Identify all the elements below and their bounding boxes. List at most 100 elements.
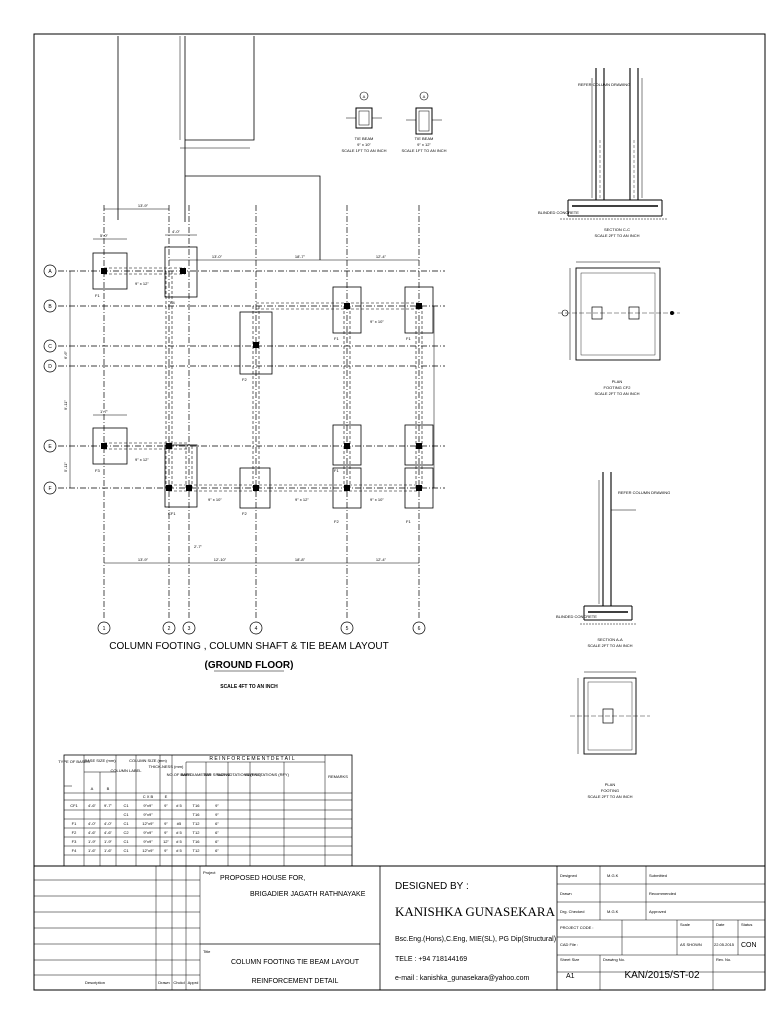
base-label: CF1: [168, 511, 176, 516]
tb-quals: Bsc.Eng.(Hons),C.Eng, MIE(SL), PG Dip(St…: [395, 936, 556, 943]
h-rem: REMARKS: [328, 774, 348, 779]
schedule-cell: 12"x9": [142, 848, 154, 853]
schedule-cell: T12: [193, 821, 201, 826]
tb-recommended: Recommended: [649, 891, 676, 896]
tb-date: Date: [716, 922, 725, 927]
tb-drawn2: Drawn: [560, 891, 572, 896]
top-dim-1: 13'-9": [138, 203, 149, 208]
top-dim-2: 13'-0": [212, 254, 223, 259]
h-b: B: [107, 786, 110, 791]
sheet-border: [33, 33, 766, 991]
beam-label: 9" x 10": [208, 497, 222, 502]
h-sp: BAR SPACING: [203, 772, 230, 777]
schedule-cell: 4'-6": [88, 803, 97, 808]
section-aa-scale: SCALE 2FT TO AN INCH: [587, 643, 632, 648]
h-thick: THICK-NESS (mm): [149, 764, 184, 769]
grid-row-b: B: [48, 304, 52, 310]
schedule-cell: 9"x9": [143, 803, 153, 808]
schedule-cell: C1: [123, 812, 129, 817]
tb-designer: KANISHKA GUNASEKARA: [395, 904, 556, 919]
schedule-cell: F1: [72, 821, 77, 826]
tb-designed: Designed: [560, 873, 577, 878]
plan-footing: PLAN FOOTING SCALE 2FT TO AN INCH: [570, 671, 650, 799]
schedule-cell: 9": [164, 803, 168, 808]
column-shafts: [101, 268, 422, 491]
schedule-cell: 12"x9": [142, 821, 154, 826]
grid-row-f: F: [48, 486, 51, 492]
schedule-cell: T12: [193, 830, 201, 835]
tb-project-line1: PROPOSED HOUSE FOR,: [220, 875, 305, 882]
grid-col-5: 5: [346, 626, 349, 632]
beam-label: 9" x 12": [295, 497, 309, 502]
tb-drawing-no: Drawing No.: [603, 957, 625, 962]
section-cc-title: SECTION C-C: [604, 227, 630, 232]
tb-sheet-size: Sheet Size: [560, 957, 580, 962]
grid-lines-rows: [58, 270, 445, 489]
schedule-cell: F3: [72, 839, 77, 844]
beam-label: 9" x 12": [135, 281, 149, 286]
tb-project-label: Project: [203, 870, 216, 875]
svg-text:A: A: [363, 94, 366, 99]
bottom-dim-1: 13'-9": [138, 557, 149, 562]
schedule-cell: # 5: [176, 803, 182, 808]
schedule-cell: C1: [123, 848, 129, 853]
tb-project-line2: BRIGADIER JAGATH RATHNAYAKE: [250, 891, 366, 898]
schedule-cell: CF1: [70, 803, 78, 808]
h-nx: BAR NOTATIONS (RFX): [217, 772, 262, 777]
schedule-cell: C1: [123, 839, 129, 844]
schedule-cell: F4: [72, 848, 77, 853]
grid-col-2: 2: [168, 626, 171, 632]
schedule-cell: 12": [163, 839, 169, 844]
grid-col-3: 3: [188, 626, 191, 632]
schedule-cell: 1'-6": [88, 848, 97, 853]
tb-title-line2: REINFORCEMENT DETAIL: [252, 978, 339, 985]
grid-row-c: C: [48, 344, 52, 350]
tie-beam-size: 9" x 10": [357, 142, 371, 147]
top-dim-4: 12'-4": [376, 254, 387, 259]
tb-date-v: 22.05.2015: [714, 942, 735, 947]
grid-col-bubbles: 1 2 3 4 5 6: [97, 621, 426, 635]
plan-f-scale: SCALE 2FT TO AN INCH: [587, 794, 632, 799]
left-dim-3: 5'-11": [63, 461, 68, 471]
schedule-cell: 6": [215, 821, 219, 826]
plan-cf2-scale: SCALE 2FT TO AN INCH: [594, 391, 639, 396]
schedule-cell: 9": [164, 830, 168, 835]
schedule-cell: 1'-9": [88, 839, 97, 844]
section-aa-detail: REFER COLUMN DRAWING BLINDED CONCRETE SE…: [556, 472, 670, 648]
grid-col-4: 4: [255, 626, 258, 632]
h-nob: NO.OF BARS: [167, 772, 192, 777]
base-label: F1: [406, 519, 411, 524]
tb-chckd: Chckd: [173, 980, 184, 985]
schedule-cell: # 5: [176, 839, 182, 844]
tb-status-v: CON: [741, 942, 757, 949]
schedule-cell: 6": [215, 839, 219, 844]
schedule-cell: 9": [164, 848, 168, 853]
section-aa-title: SECTION A-A: [597, 637, 623, 642]
footing-layout-plan: A B C D E F 1 2 3 4 5 6 13'-9" 13'-: [43, 36, 445, 690]
beam-label: 9" x 12": [135, 457, 149, 462]
tie-beam-label: TIE BEAM: [415, 136, 434, 141]
schedule-cell: F2: [72, 830, 77, 835]
bottom-dim-3: 18'-8": [295, 557, 306, 562]
reinforcement-schedule: TYPE OF BASES BASE SIZE (mm) A B COLUMN …: [58, 754, 353, 867]
small-dim: 2'-7": [194, 544, 203, 549]
schedule-cell: 9"x9": [143, 839, 153, 844]
tie-beam-section-2: A TIE BEAM 9" x 12" SCALE 1FT TO AN INCH: [401, 91, 447, 153]
svg-text:A: A: [423, 94, 426, 99]
schedule-cell: 9'-7": [104, 803, 113, 808]
small-dim: 5'-0": [100, 233, 109, 238]
schedule-cell: 6": [215, 848, 219, 853]
schedule-cell: 9": [215, 812, 219, 817]
left-dim-1: 6'-6": [63, 350, 68, 359]
tb-title-label: Title: [203, 949, 211, 954]
schedule-cell: 9"x9": [143, 812, 153, 817]
tb-sheet-v: A1: [566, 973, 575, 980]
tb-scale: Scale: [680, 922, 691, 927]
grid-row-d: D: [48, 364, 52, 370]
h-dia: BAR DIAMETER: [181, 772, 211, 777]
footing-bases: [92, 246, 434, 509]
schedule-cell: T16: [193, 812, 201, 817]
grid-col-6: 6: [418, 626, 421, 632]
base-label: F2: [242, 377, 247, 382]
tie-beam-size: 9" x 12": [417, 142, 431, 147]
